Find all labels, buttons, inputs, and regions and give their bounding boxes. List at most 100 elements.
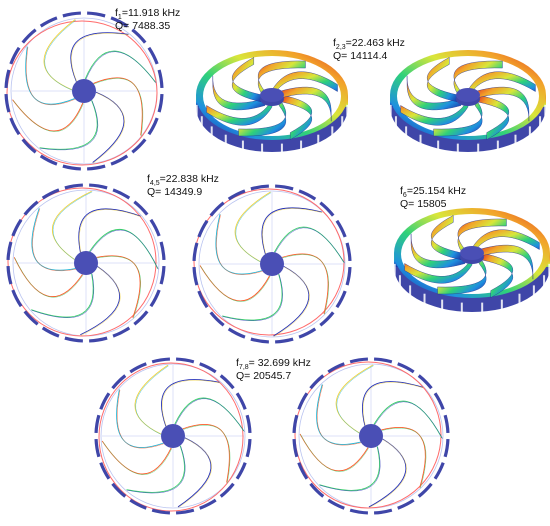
ring-segment [245,414,252,434]
ring-segment [292,414,299,434]
ring-segment [133,200,149,216]
spoke-edge [282,254,329,315]
ring-segment [23,200,39,216]
ring-segment [443,438,450,458]
spoke-edge [26,47,76,106]
ring-segment [94,438,101,458]
spoke-edge [222,274,283,321]
spoke [101,440,172,475]
ring-segment [4,69,11,88]
ring-gap [423,293,426,307]
spoke [70,32,129,82]
ring-segment [433,392,445,410]
hub [456,88,480,102]
hub [460,246,484,260]
ring-segment [298,327,317,339]
ring-segment [112,188,131,200]
ring-gap [261,143,264,155]
spoke-edge [319,446,381,492]
spoke [134,364,169,435]
spoke [261,207,322,255]
spoke [177,437,212,508]
ring-segment [110,154,129,166]
ring-segment [147,117,159,136]
ring-segment [250,184,269,191]
deformed-outline [7,187,157,337]
blade [238,97,287,137]
ring-segment [6,266,13,285]
ring-segment [397,498,415,510]
ring-segment [250,337,269,344]
ring-segment [297,392,309,410]
ring-segment [335,290,347,309]
ring-segment [21,138,37,154]
ring-segment [11,218,23,237]
ring-gap [548,263,550,277]
spoke-edge [89,229,159,270]
spoke-edge [235,192,272,263]
mode-2-3-frequency-label: f2,3=22.463 kHz [333,37,405,52]
mode-7-8-view-right [292,357,450,515]
spoke-edge [200,265,271,302]
ring-segment [349,508,369,515]
ring-segment [227,189,246,201]
spoke-edge [80,266,121,336]
ring-segment [62,164,81,171]
blade [257,60,306,100]
ring-segment [112,326,131,338]
ring-segment [87,164,106,171]
ring-segment [275,337,294,344]
spoke [199,265,271,302]
ring-gap [331,126,334,138]
blade [427,57,459,103]
spoke-edge [273,266,310,337]
mode-6-oblique [393,208,550,316]
ring-gap [477,143,480,155]
ring-segment [111,374,127,390]
mode-7-8-view-left [94,357,252,515]
spoke-edge [127,446,186,494]
ring-segment [192,267,199,286]
ring-gap [389,104,392,116]
ring-gap [496,140,499,152]
blade [453,60,503,100]
ring-segment [199,498,217,510]
ring-segment [175,357,195,364]
blade [477,94,509,140]
ring-segment [39,16,58,28]
ring-gap [394,116,397,128]
ring-segment [209,311,225,327]
ring-segment [157,94,164,113]
ring-gap [341,116,344,128]
ring-segment [39,154,58,166]
mode-2-3-oblique-left [195,50,349,155]
ring-gap [460,302,463,316]
ring-gap [280,143,283,155]
hub [260,88,284,102]
ring-segment [292,438,299,458]
spoke-edge [262,208,323,255]
spoke [381,427,426,488]
ring-segment [197,290,209,309]
ring-gap [409,285,412,299]
ring-segment [11,289,23,308]
spoke-edge [52,191,93,261]
spoke [89,228,159,269]
hub [359,424,383,448]
ring-gap [210,126,213,138]
ring-segment [417,374,433,390]
spoke [222,273,283,321]
ring-segment [245,438,252,458]
ring-gap [241,140,244,152]
spoke-edge [102,441,173,475]
ring-gap [481,302,484,316]
ring-segment [133,310,149,326]
ring-segment [197,219,209,238]
ring-segment [373,508,393,515]
ring-gap [437,140,440,152]
ring-segment [373,357,393,364]
deformed-outline [98,362,244,512]
spoke-edge [85,51,157,84]
ring-segment [275,184,294,191]
spoke [182,424,230,483]
